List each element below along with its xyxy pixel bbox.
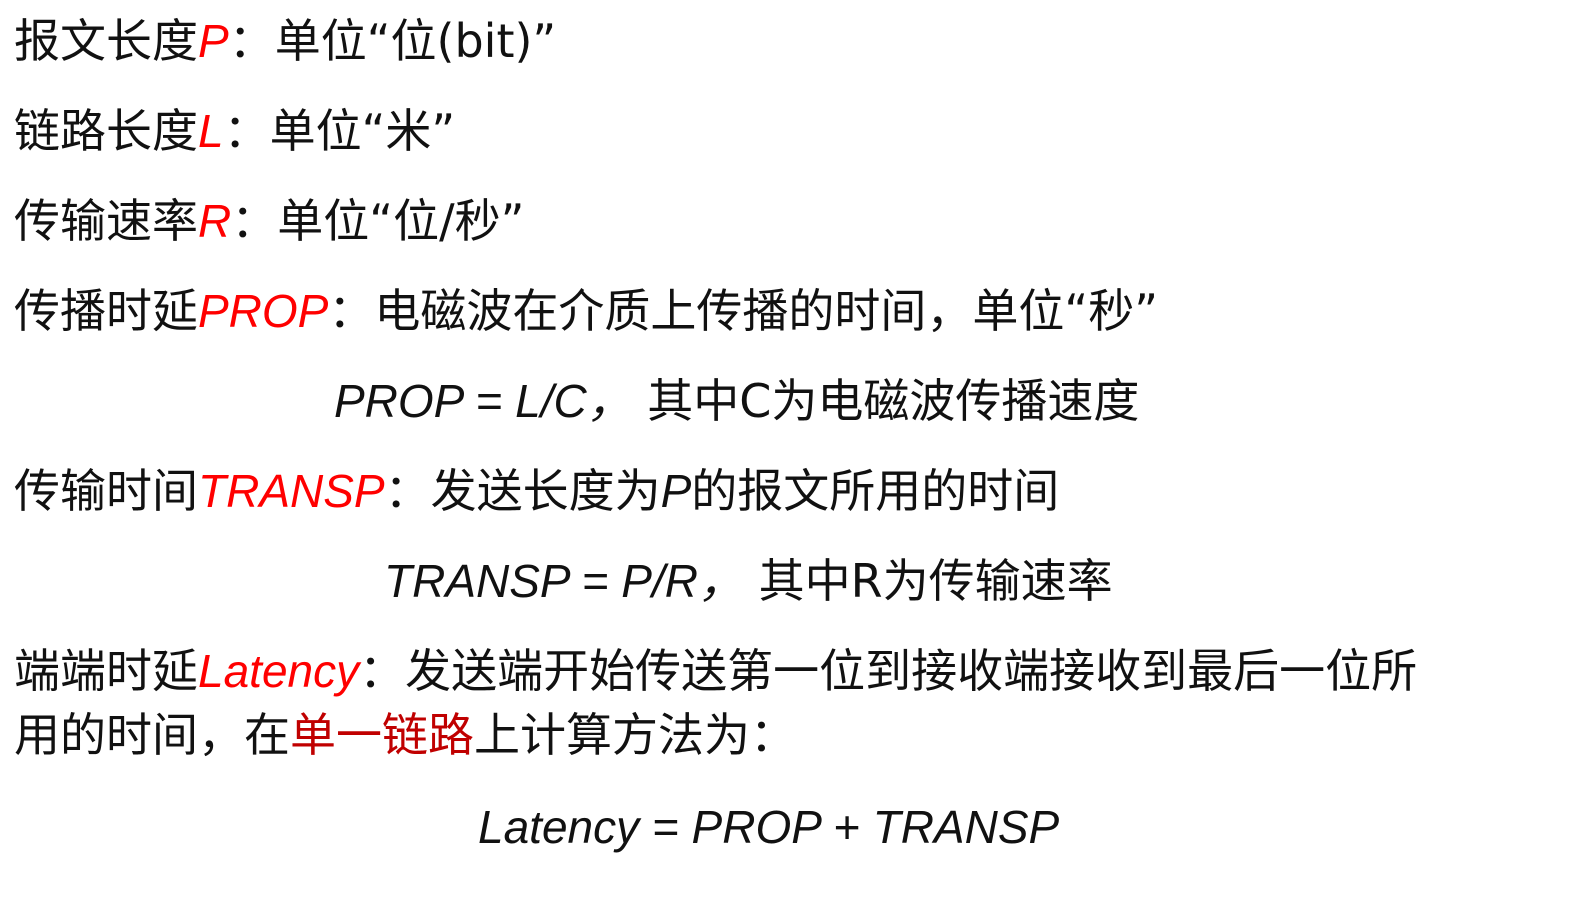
link-length-sep: ：	[223, 104, 270, 158]
transmission-time-label: 传输时间	[14, 464, 198, 518]
link-length-label: 链路长度	[14, 104, 198, 158]
latency-formula-expr: Latency = PROP + TRANSP	[478, 801, 1060, 853]
propagation-delay-var: PROP	[198, 285, 329, 337]
propagation-delay-label: 传播时延	[14, 284, 198, 338]
packet-length-var: P	[198, 15, 229, 67]
transmission-time-desc-var: P	[660, 465, 692, 517]
transmission-time-desc: 发送长度为	[430, 464, 661, 518]
latency-desc-line2-pre: 用的时间，在	[14, 708, 290, 762]
transmission-time-desc-tail: 的报文所用的时间	[691, 464, 1060, 518]
transp-formula: TRANSP = P/R， 其中R为传输速率	[384, 552, 1113, 610]
propagation-delay-sep: ：	[328, 284, 375, 338]
packet-length-label: 报文长度	[14, 14, 198, 68]
prop-formula: PROP = L/C， 其中C为电磁波传播速度	[334, 372, 1139, 430]
transmission-time-sep: ：	[384, 464, 431, 518]
packet-length-desc: 单位“位(bit)”	[274, 14, 557, 68]
propagation-delay-line: 传播时延PROP：电磁波在介质上传播的时间，单位“秒”	[14, 282, 1158, 340]
propagation-delay-desc: 电磁波在介质上传播的时间，单位“秒”	[374, 284, 1159, 338]
transp-formula-expr: TRANSP = P/R，	[384, 555, 744, 607]
transmission-rate-var: R	[198, 195, 232, 247]
latency-formula: Latency = PROP + TRANSP	[478, 798, 1059, 856]
transmission-rate-sep: ：	[231, 194, 278, 248]
transmission-rate-label: 传输速率	[14, 194, 198, 248]
link-length-desc: 单位“米”	[269, 104, 456, 158]
latency-label: 端端时延	[14, 644, 198, 698]
packet-length-sep: ：	[228, 14, 275, 68]
latency-line-1: 端端时延Latency：发送端开始传送第一位到接收端接收到最后一位所	[14, 642, 1417, 700]
transmission-time-line: 传输时间TRANSP：发送长度为P的报文所用的时间	[14, 462, 1059, 520]
latency-desc-line2-em: 单一链路	[290, 708, 474, 762]
prop-formula-expr: PROP = L/C，	[334, 375, 633, 427]
latency-line-2: 用的时间，在单一链路上计算方法为：	[14, 706, 796, 764]
prop-formula-note: 其中C为电磁波传播速度	[647, 374, 1140, 428]
transmission-time-var: TRANSP	[198, 465, 385, 517]
link-length-var: L	[198, 105, 224, 157]
latency-desc-line1: 发送端开始传送第一位到接收端接收到最后一位所	[405, 644, 1418, 698]
latency-desc-line2-post: 上计算方法为：	[474, 708, 796, 762]
transmission-rate-line: 传输速率R：单位“位/秒”	[14, 192, 524, 250]
packet-length-line: 报文长度P：单位“位(bit)”	[14, 12, 556, 70]
link-length-line: 链路长度L：单位“米”	[14, 102, 455, 160]
latency-var: Latency	[198, 645, 360, 697]
latency-sep: ：	[359, 644, 406, 698]
transmission-rate-desc: 单位“位/秒”	[277, 194, 525, 248]
transp-formula-note: 其中R为传输速率	[758, 554, 1113, 608]
